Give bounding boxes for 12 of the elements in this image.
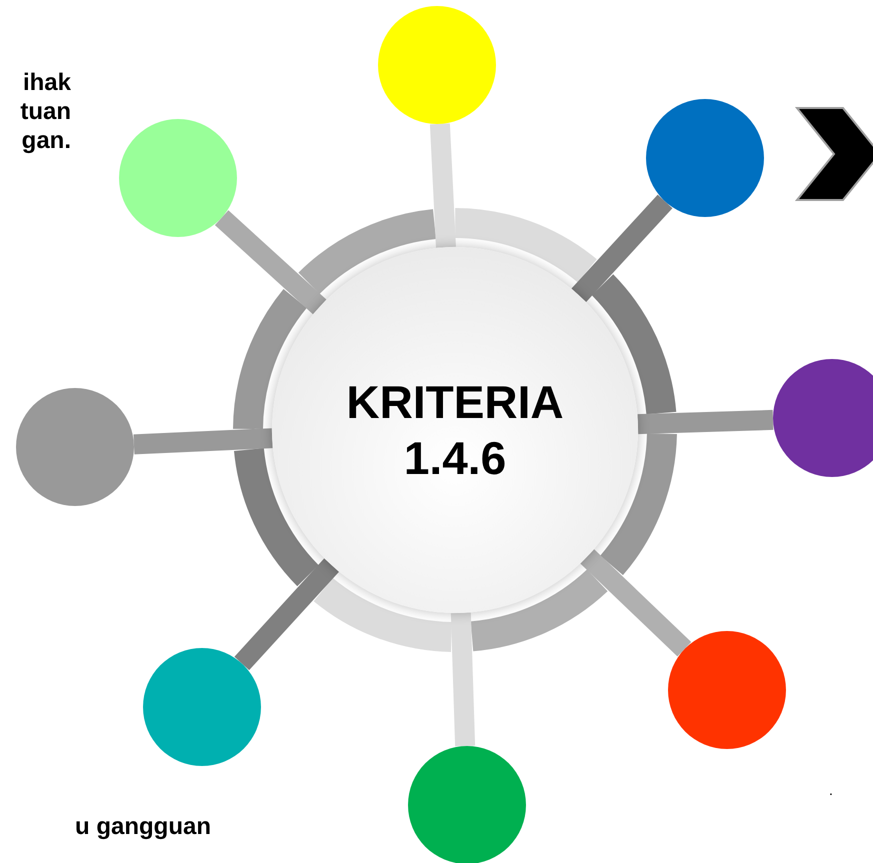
connector-bar — [214, 210, 326, 314]
cut-off-text: u gangguan — [74, 812, 211, 841]
connector-bar — [133, 428, 273, 454]
connector-bar — [571, 194, 672, 302]
cut-off-text: ihak tuan gan. — [19, 68, 71, 155]
connector-bar — [430, 123, 456, 248]
connector-bar — [580, 549, 692, 656]
center-title: KRITERIA 1.4.6 — [345, 375, 565, 486]
dot-mark: . — [829, 781, 833, 800]
connector-bar — [638, 410, 774, 434]
connector-bar — [450, 612, 476, 746]
connector-bar — [234, 558, 339, 670]
